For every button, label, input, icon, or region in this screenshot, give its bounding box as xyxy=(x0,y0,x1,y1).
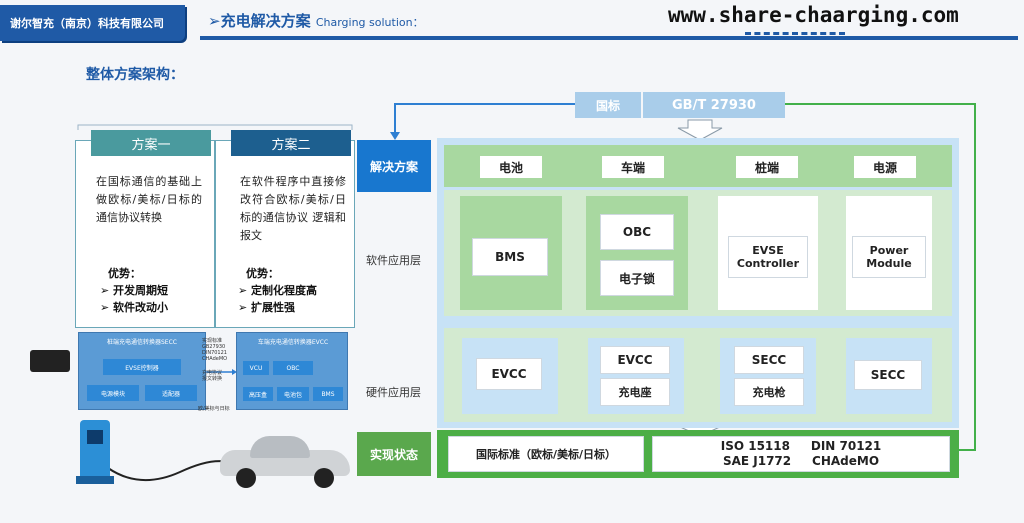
secc-block-b2: 适配器 xyxy=(145,385,197,401)
scheme1-adv1: ➢ 开发周期短 xyxy=(100,284,169,297)
status-right-line1: ISO 15118 DIN 70121 xyxy=(720,439,882,453)
evcc-block-a: VCU xyxy=(243,361,269,375)
block-link-head xyxy=(232,369,237,375)
status-right: ISO 15118 DIN 70121 SAE J1772 CHAdeMO xyxy=(652,436,950,472)
charging-cable xyxy=(107,460,229,482)
evcc-block-c: 高压盒 xyxy=(243,387,273,401)
scheme1-adv2: ➢ 软件改动小 xyxy=(100,301,169,314)
bottom-note: 欧/美标与日标 xyxy=(198,406,230,412)
charger-device-icon xyxy=(30,350,70,372)
hw-evcc1: EVCC xyxy=(476,358,542,390)
charging-station-icon xyxy=(76,420,114,484)
arrow-line-green xyxy=(785,103,976,451)
hw-gun: 充电枪 xyxy=(734,378,804,406)
scheme1-desc: 在国标通信的基础上做欧标/美标/日标的通信协议转换 xyxy=(96,175,202,224)
hw-secc2: SECC xyxy=(854,360,922,390)
page-title: ➢充电解决方案 Charging solution： xyxy=(208,10,424,31)
status-label: 实现状态 xyxy=(357,432,431,476)
scheme2-card: 方案二 在软件程序中直接修改符合欧标/美标/日标的通信协议 逻辑和报文 优势： … xyxy=(215,130,355,328)
evcc-block-e: BMS xyxy=(313,387,343,401)
title-underline xyxy=(200,6,1018,40)
bullet-arrow-icon: ➢ xyxy=(100,301,114,314)
category-station: 桩端 xyxy=(736,156,798,178)
evcc-block-d: 电池包 xyxy=(277,387,309,401)
bullet-arrow-icon: ➢ xyxy=(100,284,114,297)
secc-block: 桩端充电通信转换器SECC EVSE控制器 电源模块 适配器 xyxy=(78,332,206,410)
status-right-line2: SAE J1772 CHAdeMO xyxy=(722,454,880,468)
title-arrow-icon: ➢ xyxy=(208,12,221,30)
secc-block-inner: EVSE控制器 xyxy=(103,359,181,375)
company-badge: 谢尔智充（南京）科技有限公司 xyxy=(0,5,185,41)
scheme2-desc: 在软件程序中直接修改符合欧标/美标/日标的通信协议 逻辑和报文 xyxy=(240,175,346,242)
title-en: Charging solution： xyxy=(315,16,424,29)
dash-decoration xyxy=(745,32,845,35)
scheme2-adv2: ➢ 扩展性强 xyxy=(238,301,296,314)
hw-secc1: SECC xyxy=(734,346,804,374)
category-battery: 电池 xyxy=(480,156,542,178)
scheme1-card: 方案一 在国标通信的基础上做欧标/美标/日标的通信协议转换 优势： ➢ 开发周期… xyxy=(75,130,215,328)
sports-car-icon xyxy=(220,432,350,488)
category-vehicle: 车端 xyxy=(602,156,664,178)
sw-lock: 电子锁 xyxy=(600,260,674,296)
site-url: www.share-chaarging.com xyxy=(668,3,959,27)
hardware-layer-label: 硬件应用层 xyxy=(366,386,421,399)
scheme2-adv-title: 优势： xyxy=(246,267,279,280)
sw-obc: OBC xyxy=(600,214,674,250)
title-cn: 充电解决方案 xyxy=(220,12,311,30)
sw-bms: BMS xyxy=(472,238,548,276)
secc-block-b1: 电源模块 xyxy=(87,385,139,401)
evcc-block-title: 车端充电通信转换器EVCC xyxy=(257,339,329,346)
sw-evse: EVSE Controller xyxy=(728,236,808,278)
arrow-head-blue xyxy=(390,132,400,140)
status-left: 国际标准（欧标/美标/日标） xyxy=(448,436,644,472)
sw-power: Power Module xyxy=(852,236,926,278)
bullet-arrow-icon: ➢ xyxy=(238,284,252,297)
hw-evcc2: EVCC xyxy=(600,346,670,374)
scheme2-title: 方案二 xyxy=(231,130,351,156)
scheme2-adv1: ➢ 定制化程度高 xyxy=(238,284,318,297)
evcc-block: 车端充电通信转换器EVCC VCU OBC 高压盒 电池包 BMS xyxy=(236,332,348,410)
subheading: 整体方案架构： xyxy=(86,67,184,83)
category-power: 电源 xyxy=(854,156,916,178)
evcc-block-b: OBC xyxy=(273,361,313,375)
standard-box: GB/T 27930 xyxy=(643,92,785,118)
bullet-arrow-icon: ➢ xyxy=(238,301,252,314)
secc-block-title: 桩端充电通信转换器SECC xyxy=(107,339,177,346)
arrow-line-blue xyxy=(394,103,575,138)
hw-inlet: 充电座 xyxy=(600,378,670,406)
guobiao-box: 国标 xyxy=(575,92,641,118)
solution-label: 解决方案 xyxy=(357,140,431,192)
scheme1-adv-title: 优势： xyxy=(108,267,141,280)
scheme1-title: 方案一 xyxy=(91,130,211,156)
software-layer-label: 软件应用层 xyxy=(366,254,421,267)
scheme-bracket-top xyxy=(77,124,353,130)
down-arrow-1 xyxy=(677,119,723,141)
